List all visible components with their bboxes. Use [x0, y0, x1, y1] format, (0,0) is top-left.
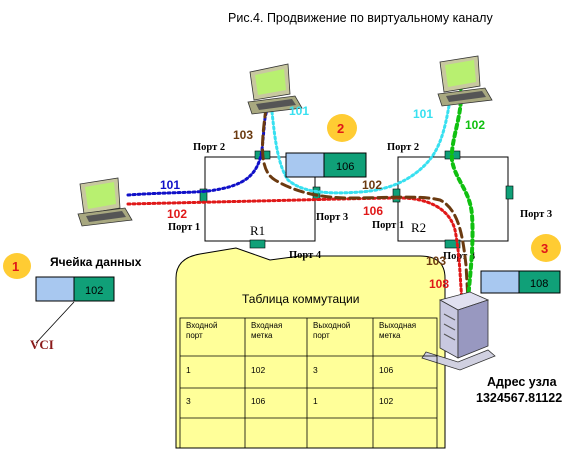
- cell-caption: Ячейка данных: [50, 255, 142, 269]
- r1-port2-label: Порт 2: [193, 142, 225, 153]
- cell-1: 102: [35, 276, 115, 302]
- label-101-top: 101: [289, 104, 309, 118]
- step-3: 3: [531, 234, 561, 262]
- step-2: 2: [327, 114, 357, 142]
- node-address-label: Адрес узла: [487, 375, 558, 389]
- r1-port4: [249, 239, 266, 249]
- table-header-3-1: метка: [379, 331, 401, 340]
- vci-pointer: [35, 301, 75, 344]
- r2-port1: [392, 188, 401, 203]
- switch-table-title: Таблица коммутации: [242, 292, 359, 306]
- step-1: 1: [3, 253, 31, 279]
- table-cell-1-1: 106: [251, 396, 265, 406]
- r1-port3-label: Порт 3: [316, 212, 348, 223]
- table-header-3-0: Выходная: [379, 321, 416, 330]
- label-102-mid: 102: [362, 178, 382, 192]
- r2-port1-label: Порт 1: [372, 220, 404, 231]
- table-header-0-1: порт: [186, 331, 203, 340]
- label-106-mid: 106: [363, 204, 383, 218]
- cell-3-label: 108: [530, 278, 548, 290]
- path-cyan-left: [270, 98, 452, 195]
- label-103-low: 103: [426, 254, 446, 268]
- cell-2-label: 106: [336, 161, 354, 173]
- label-103-top: 103: [233, 128, 253, 142]
- cell-2: 106: [285, 152, 367, 178]
- table-cell-0-1: 102: [251, 365, 265, 375]
- table-cell-0-0: 1: [186, 365, 191, 375]
- vci-label: VCI: [30, 337, 54, 352]
- r1-port4-label: Порт 4: [289, 250, 322, 261]
- server-host: [421, 291, 496, 371]
- table-header-0-0: Входной: [186, 321, 217, 330]
- r2-port3-label: Порт 3: [520, 209, 552, 220]
- r1-port1-label: Порт 1: [168, 222, 200, 233]
- cell-3: 108: [480, 270, 561, 294]
- r2-name: R2: [411, 220, 426, 235]
- table-header-1-1: метка: [251, 331, 273, 340]
- path-blue-101: [126, 103, 270, 197]
- node-address-value: 1324567.81122: [476, 391, 562, 405]
- r2-port3: [505, 185, 514, 200]
- table-cell-1-3: 102: [379, 396, 393, 406]
- label-102-right: 102: [465, 118, 485, 132]
- label-101-left: 101: [160, 178, 180, 192]
- figure-title: Рис.4. Продвижение по виртуальному канал…: [228, 11, 493, 25]
- computer-top-left: [247, 63, 303, 115]
- table-header-2-0: Выходной: [313, 321, 350, 330]
- path-brown: [261, 106, 470, 302]
- table-cell-0-3: 106: [379, 365, 393, 375]
- label-108: 108: [429, 277, 449, 291]
- switch-table: [179, 317, 438, 449]
- r2-port2-label: Порт 2: [387, 142, 419, 153]
- table-header-1-0: Входная: [251, 321, 282, 330]
- computer-top-right: [437, 55, 493, 107]
- r1-name: R1: [250, 223, 265, 238]
- svg-text:2: 2: [337, 121, 344, 136]
- table-cell-0-2: 3: [313, 365, 318, 375]
- svg-text:1: 1: [12, 259, 19, 274]
- path-green: [449, 83, 475, 302]
- label-101-right: 101: [413, 107, 433, 121]
- computer-left: [77, 177, 133, 227]
- cell-1-label: 102: [85, 285, 103, 297]
- r2-port4: [444, 239, 461, 249]
- svg-text:3: 3: [541, 241, 548, 256]
- table-cell-1-0: 3: [186, 396, 191, 406]
- label-102-left: 102: [167, 207, 187, 221]
- table-cell-1-2: 1: [313, 396, 318, 406]
- table-header-2-1: порт: [313, 331, 330, 340]
